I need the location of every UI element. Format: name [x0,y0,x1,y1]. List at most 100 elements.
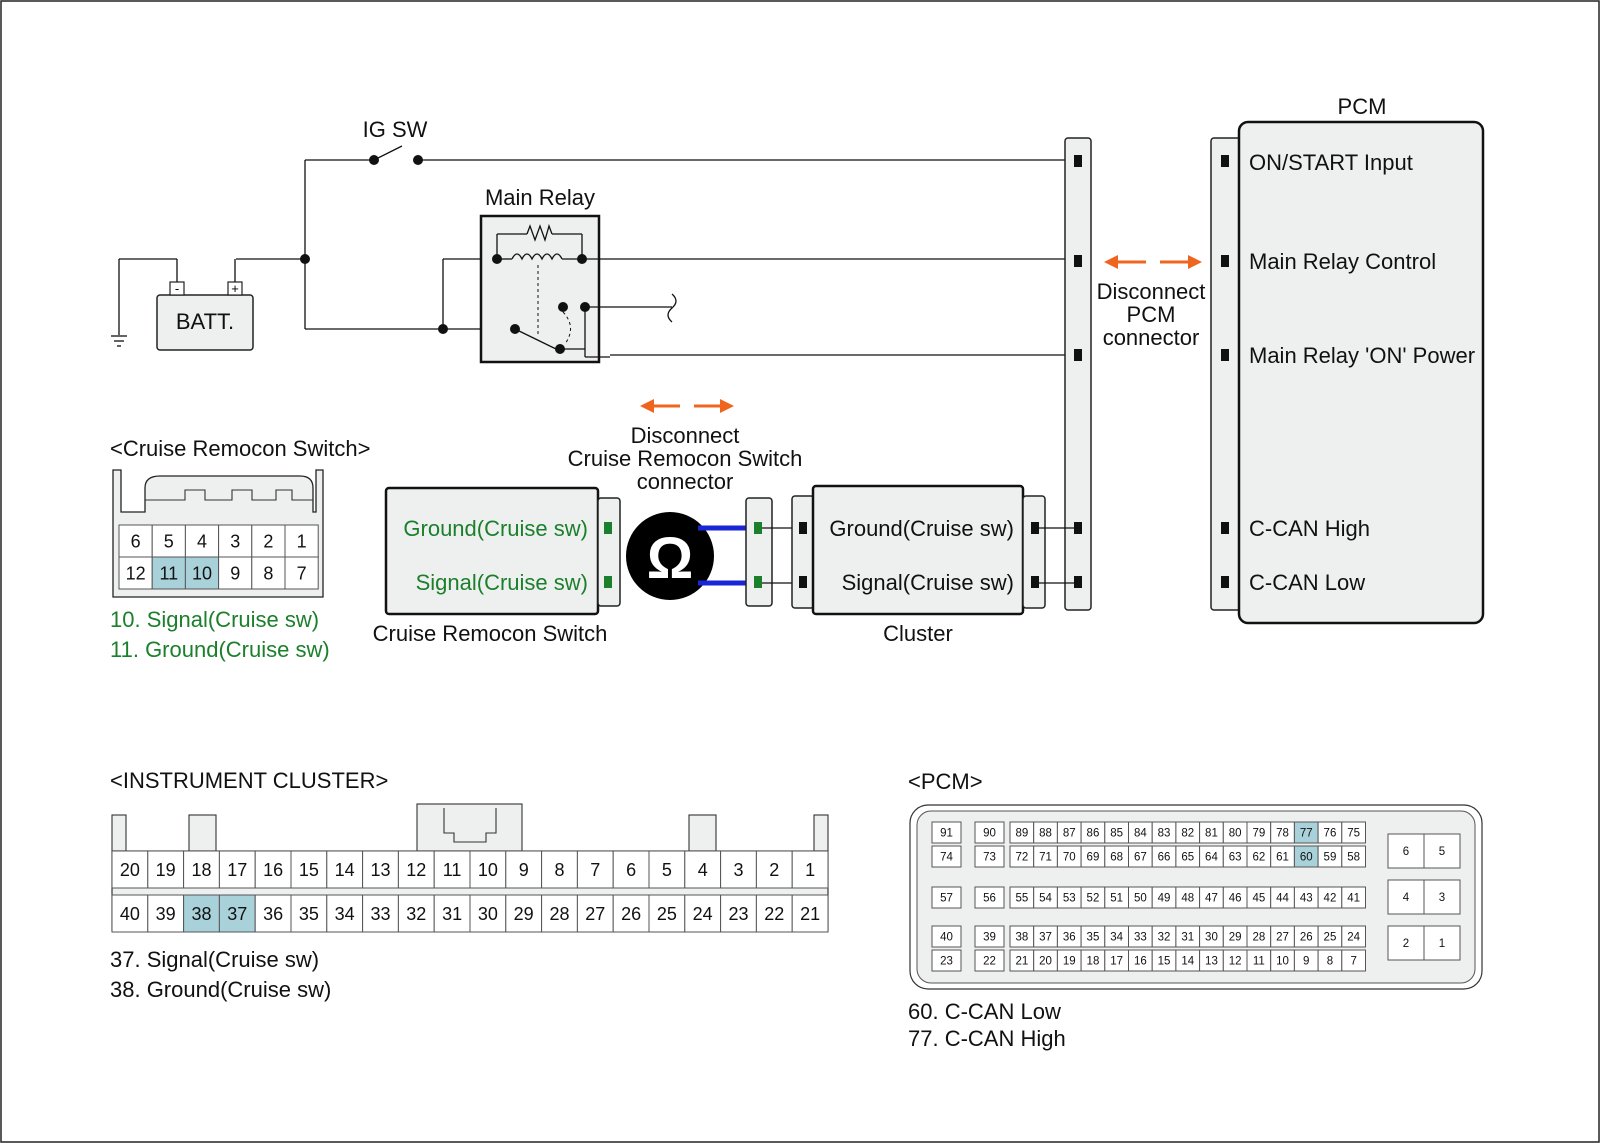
pin-number: 71 [1039,852,1052,864]
cluster-pin: 5 [648,850,686,889]
pin-number: 21 [1015,956,1028,968]
ohm-symbol: Ω [647,526,694,591]
pin-number: 50 [1134,893,1147,905]
main-relay [479,214,677,364]
disconnect-switch-line1: Disconnect [631,423,740,448]
cluster-pin: 16 [254,850,292,889]
cluster-pin: 11 [433,850,471,889]
pcm-pin: 27 [1270,925,1295,948]
pin-number: 3 [1439,892,1445,904]
pcm-pin: 42 [1317,886,1343,909]
pin-number: 23 [940,956,953,968]
pcm-connector-title: <PCM> [908,769,983,794]
pin-number: 69 [1087,852,1100,864]
main-relay-label: Main Relay [485,185,595,210]
disconnect-pcm-line1: Disconnect [1097,279,1206,304]
cruise-note-2: 11. Ground(Cruise sw) [110,637,330,662]
pcm-pin: 76 [1317,821,1343,844]
pin-number: 20 [120,860,140,880]
pin-number: 83 [1158,828,1171,840]
cluster-pin: 38 [183,894,220,933]
pcm-pin: 65 [1175,845,1201,868]
pin-number: 56 [983,893,996,905]
pcm-pin: 90 [974,821,1005,844]
pcm-pin: 26 [1293,925,1319,948]
pcm-pin: 13 [1199,949,1224,972]
cluster-pin: 6 [612,850,650,889]
pcm-pin: 6 [1387,833,1425,869]
pin-number: 6 [1403,846,1409,858]
pcm-pin: 36 [1056,925,1082,948]
pcm-pin: 71 [1033,845,1058,868]
pin-number: 1 [297,531,307,551]
pcm-pin: 10 [1270,949,1295,972]
cluster-pin: 13 [362,850,399,889]
pin-number: 40 [940,932,953,944]
cluster-pin: 2 [755,850,793,889]
cluster-module [791,484,1077,616]
pin-number: 87 [1063,828,1076,840]
pin-number: 61 [1276,852,1289,864]
pin-number: 85 [1110,828,1123,840]
pin-number: 34 [1110,932,1123,944]
cluster-pin: 19 [147,850,185,889]
pin-number: 6 [131,531,141,551]
disconnect-switch-line3: connector [637,469,734,494]
pin-number: 57 [940,893,953,905]
pin-number: 5 [662,860,672,880]
pcm-pin-c-can-low: C-CAN Low [1249,570,1365,595]
pin-number: 22 [764,904,784,924]
pcm-pin: 31 [1175,925,1201,948]
cruise-pin: 8 [251,556,286,590]
pin-number: 41 [1347,893,1360,905]
pcm-pin: 56 [974,886,1005,909]
pin-number: 36 [263,904,283,924]
pcm-harness-connector [1064,137,1092,611]
pcm-pin: 45 [1246,886,1272,909]
pin-number: 53 [1063,893,1076,905]
pin-number: 39 [156,904,176,924]
cluster-pin: 36 [254,894,292,933]
pin-number: 16 [1134,956,1147,968]
pin-number: 51 [1110,893,1123,905]
pin-number: 5 [1439,846,1445,858]
disconnect-switch-line2: Cruise Remocon Switch [568,446,803,471]
cluster-pin: 7 [576,850,614,889]
cluster-pin: 4 [684,850,722,889]
pin-number: 75 [1347,828,1360,840]
pin-number: 60 [1300,852,1313,864]
pin-number: 3 [733,860,743,880]
pin-number: 8 [554,860,564,880]
pin-number: 2 [1403,938,1409,950]
pcm-pin: 51 [1104,886,1130,909]
cluster-pin: 22 [755,894,793,933]
pin-number: 77 [1300,828,1313,840]
pcm-pin: 83 [1151,821,1177,844]
pcm-pin: 49 [1151,886,1177,909]
pin-number: 68 [1110,852,1123,864]
cluster-terminal-signal: Signal(Cruise sw) [842,570,1014,595]
pcm-pin: 61 [1270,845,1295,868]
pcm-pin: 15 [1151,949,1177,972]
cluster-pin: 14 [326,850,364,889]
cluster-pin: 20 [111,850,149,889]
battery-feed-wire [236,160,515,334]
pin-number: 81 [1205,828,1218,840]
cluster-pin: 17 [218,850,256,889]
pin-number: 1 [1439,938,1445,950]
pcm-pin: 75 [1341,821,1367,844]
pin-number: 11 [159,563,178,583]
pcm-pin: 23 [931,949,962,972]
pcm-pin: 64 [1199,845,1224,868]
pcm-pin: 11 [1246,949,1272,972]
pin-number: 4 [197,531,207,551]
pcm-pin: 8 [1317,949,1343,972]
cluster-pin: 21 [791,894,829,933]
pin-number: 12 [126,563,146,583]
pcm-pin: 21 [1009,949,1035,972]
cruise-switch-caption: Cruise Remocon Switch [373,621,608,646]
